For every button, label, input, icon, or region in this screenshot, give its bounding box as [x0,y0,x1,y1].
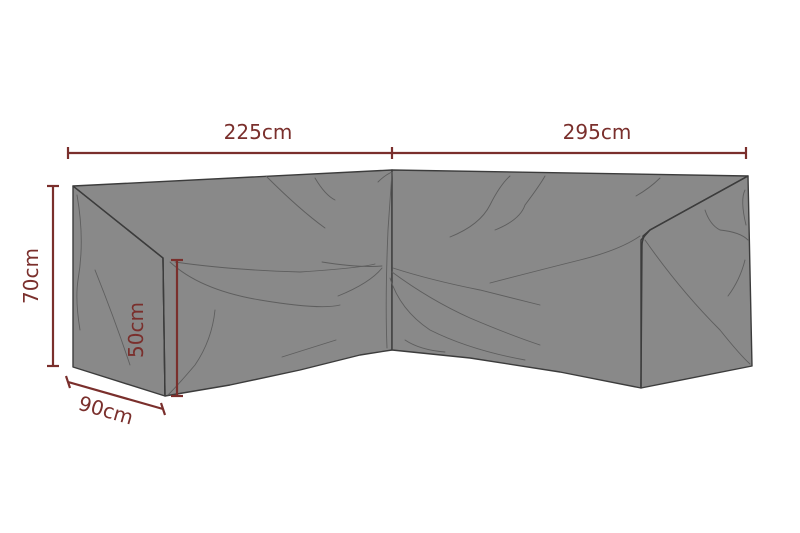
label-seat-height: 50cm [124,302,148,358]
label-left-length: 225cm [224,120,293,144]
dimension-back-height: 70cm [19,184,59,368]
label-back-height: 70cm [19,248,43,304]
label-right-length: 295cm [563,120,632,144]
dimension-seat-height: 50cm [124,258,183,398]
dimension-right-length: 295cm [392,120,748,159]
dimension-left-length: 225cm [66,120,394,159]
sofa-cover [72,169,753,397]
label-depth: 90cm [76,391,136,429]
